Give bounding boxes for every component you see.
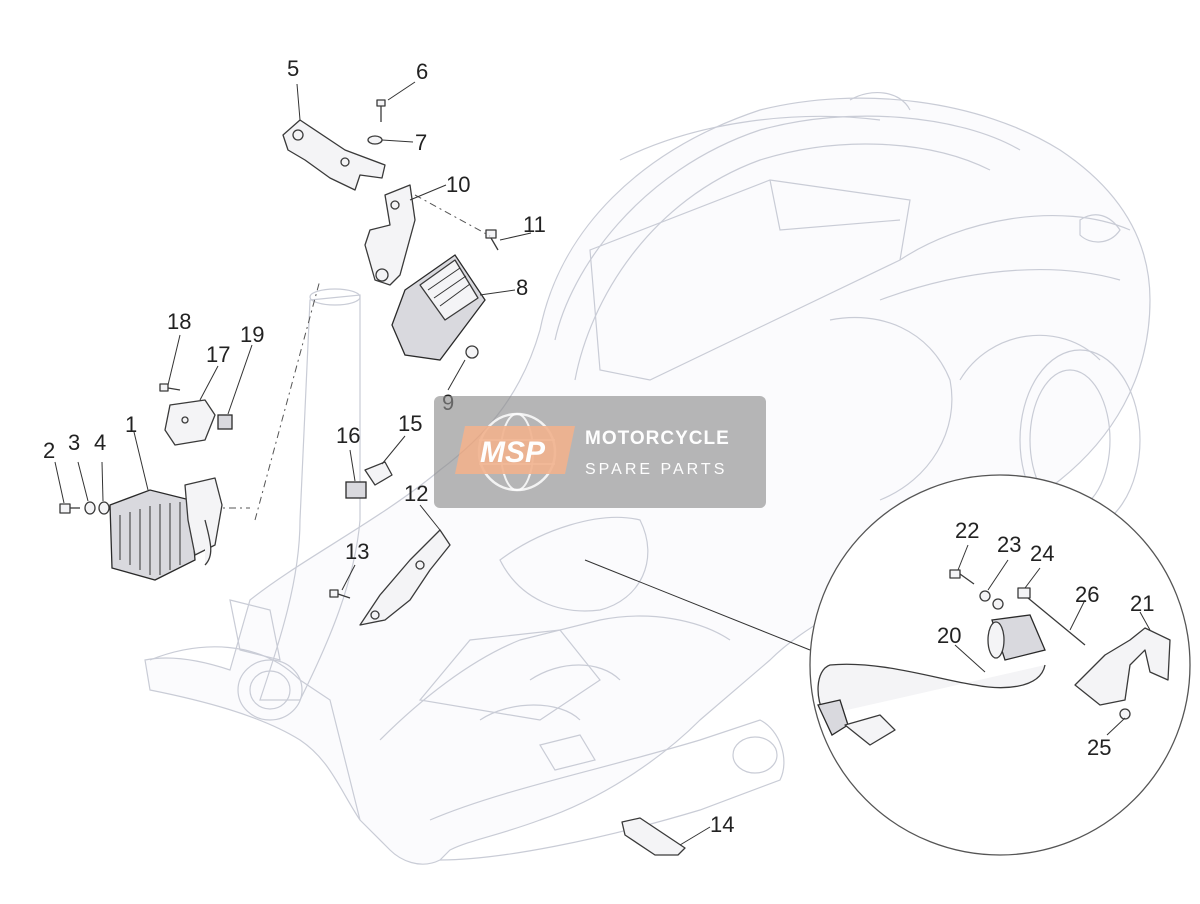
part-20-coil xyxy=(987,614,1046,661)
part-5-bracket xyxy=(282,119,386,191)
callout-19: 19 xyxy=(240,322,264,347)
part-26-ground-wire xyxy=(1017,587,1086,646)
callout-13: 13 xyxy=(345,539,369,564)
callout-18: 18 xyxy=(167,309,191,334)
callout-26: 26 xyxy=(1075,582,1099,607)
part-11-axis-line xyxy=(414,194,491,237)
callout-22: 22 xyxy=(955,518,979,543)
watermark-logo: MSP xyxy=(480,436,546,469)
callout-8: 8 xyxy=(516,275,528,300)
part-7-washer xyxy=(367,135,383,145)
part-22-bolt xyxy=(949,569,975,585)
part-17-plate xyxy=(164,399,216,446)
callout-21: 21 xyxy=(1130,591,1154,616)
part-23-washer xyxy=(979,590,991,602)
part-18-screw xyxy=(159,383,181,392)
callout-11: 11 xyxy=(523,212,546,237)
callout-15: 15 xyxy=(398,411,422,436)
callout-6: 6 xyxy=(416,59,428,84)
callout-2: 2 xyxy=(43,438,55,463)
part-10-bracket xyxy=(364,184,416,286)
part-25-nut xyxy=(1119,708,1131,720)
part-14-clip xyxy=(621,817,686,856)
leader-lines xyxy=(54,81,1151,846)
part-15-clip xyxy=(364,461,393,486)
watermark: MSP MOTORCYCLE SPARE PARTS xyxy=(434,396,766,508)
callout-24: 24 xyxy=(1030,541,1054,566)
part-1-voltage-regulator xyxy=(109,477,223,581)
callout-20: 20 xyxy=(937,623,961,648)
part-13-screw xyxy=(329,589,351,599)
callout-25: 25 xyxy=(1087,735,1111,760)
part-8-regulator xyxy=(391,254,486,361)
callout-labels: 1 2 3 4 5 6 7 8 9 10 11 12 13 14 15 16 1… xyxy=(43,56,1154,837)
callout-10: 10 xyxy=(446,172,470,197)
part-4-washer xyxy=(98,501,110,515)
callout-12: 12 xyxy=(404,481,428,506)
part-2-bolt xyxy=(59,503,80,514)
part-9-nut xyxy=(465,345,479,359)
part-19-connector xyxy=(217,414,233,430)
watermark-subtitle: SPARE PARTS xyxy=(585,461,727,478)
part-12-bracket xyxy=(359,529,451,626)
callout-16: 16 xyxy=(336,423,360,448)
watermark-title: MOTORCYCLE xyxy=(585,428,730,449)
part-16-block xyxy=(345,481,367,499)
part-3-washer xyxy=(84,501,96,515)
callout-17: 17 xyxy=(206,342,230,367)
callout-4: 4 xyxy=(94,430,106,455)
callout-14: 14 xyxy=(710,812,734,837)
callout-1: 1 xyxy=(125,412,137,437)
part-21-bracket xyxy=(1074,627,1171,706)
detail-circle xyxy=(584,474,1191,856)
callout-5: 5 xyxy=(287,56,299,81)
callout-3: 3 xyxy=(68,430,80,455)
part-20-hv-cable xyxy=(817,663,1046,746)
callout-23: 23 xyxy=(997,532,1021,557)
part-6-screw xyxy=(376,99,386,122)
part-24-washer xyxy=(992,598,1004,610)
callout-7: 7 xyxy=(415,130,427,155)
part-11-bolt xyxy=(485,229,499,251)
